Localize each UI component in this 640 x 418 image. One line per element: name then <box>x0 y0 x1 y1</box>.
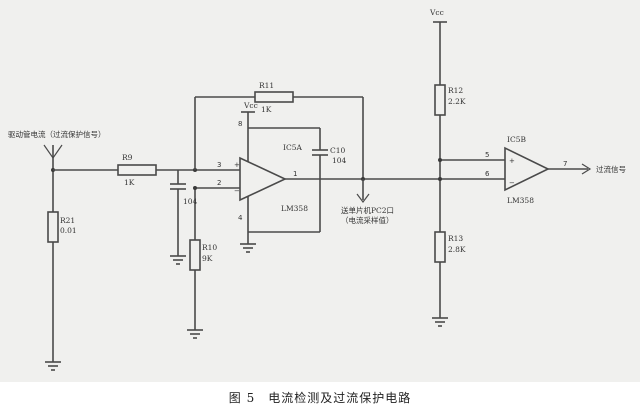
r10-resistor <box>189 239 201 271</box>
r11-resistor <box>254 91 294 103</box>
label-r10-value: 9K <box>202 254 213 263</box>
output-arrow <box>581 163 592 175</box>
label-cap-104: 104 <box>183 197 198 206</box>
label-adc-line1: 送单片机PC2口 <box>341 205 394 215</box>
pin-ic5b-7: 7 <box>563 160 567 168</box>
label-c10: C10 <box>330 146 346 155</box>
pin-ic5a-3: 3 <box>217 161 221 169</box>
label-r12-value: 2.2K <box>448 97 466 106</box>
r12-resistor <box>434 84 446 116</box>
ground-symbol-ic5a <box>240 243 256 253</box>
label-vcc-ic5a: Vcc <box>243 101 258 110</box>
pin-ic5b-5: 5 <box>485 151 489 159</box>
ground-symbol-cap <box>170 255 186 265</box>
label-ic5a: IC5A <box>283 143 302 152</box>
figure-caption: 图 5 电流检测及过流保护电路 <box>228 391 412 405</box>
ground-symbol-r13 <box>432 317 448 327</box>
r21-resistor <box>47 211 59 243</box>
label-r9-value: 1K <box>124 178 135 187</box>
label-output: 过流信号 <box>596 164 626 174</box>
junction-crossing <box>438 177 442 181</box>
ic5a-plus-sign: + <box>234 161 240 169</box>
label-r11-value: 1K <box>261 105 272 114</box>
ic5b-minus-sign: − <box>509 179 515 187</box>
label-r12: R12 <box>448 86 463 95</box>
label-r11: R11 <box>259 81 274 90</box>
label-vcc-divider: Vcc <box>429 8 444 17</box>
r13-resistor <box>434 231 446 263</box>
label-lm358-b: LM358 <box>507 196 534 205</box>
opamp-ic5a <box>239 156 287 202</box>
label-adc-line2: （电流采样值） <box>341 215 394 225</box>
label-input-signal: 驱动管电流（过流保护信号） <box>8 129 106 139</box>
circuit-schematic: + − <box>8 8 626 371</box>
pin-ic5a-1: 1 <box>293 170 297 178</box>
ic5a-minus-sign: − <box>234 187 240 195</box>
label-r9: R9 <box>122 153 133 162</box>
ground-symbol-r21 <box>45 361 61 371</box>
r9-resistor <box>117 164 157 176</box>
pin-ic5b-6: 6 <box>485 170 490 178</box>
pin-ic5a-4: 4 <box>238 214 243 222</box>
junction-divider <box>438 158 442 162</box>
ground-symbol-r10 <box>187 329 203 339</box>
label-r13: R13 <box>448 234 463 243</box>
label-c10-value: 104 <box>332 156 347 165</box>
pin-ic5a-2: 2 <box>217 179 221 187</box>
label-r21-value: 0.01 <box>60 226 77 235</box>
label-r13-value: 2.8K <box>448 245 466 254</box>
pin-ic5a-8: 8 <box>238 120 242 128</box>
adc-arrow <box>356 193 370 203</box>
label-lm358-a: LM358 <box>281 204 308 213</box>
label-ic5b: IC5B <box>507 135 526 144</box>
comparator-ic5b <box>504 146 550 192</box>
ic5b-plus-sign: + <box>509 157 515 165</box>
label-r10: R10 <box>202 243 217 252</box>
junction-minus <box>193 186 197 190</box>
label-r21: R21 <box>60 216 75 225</box>
